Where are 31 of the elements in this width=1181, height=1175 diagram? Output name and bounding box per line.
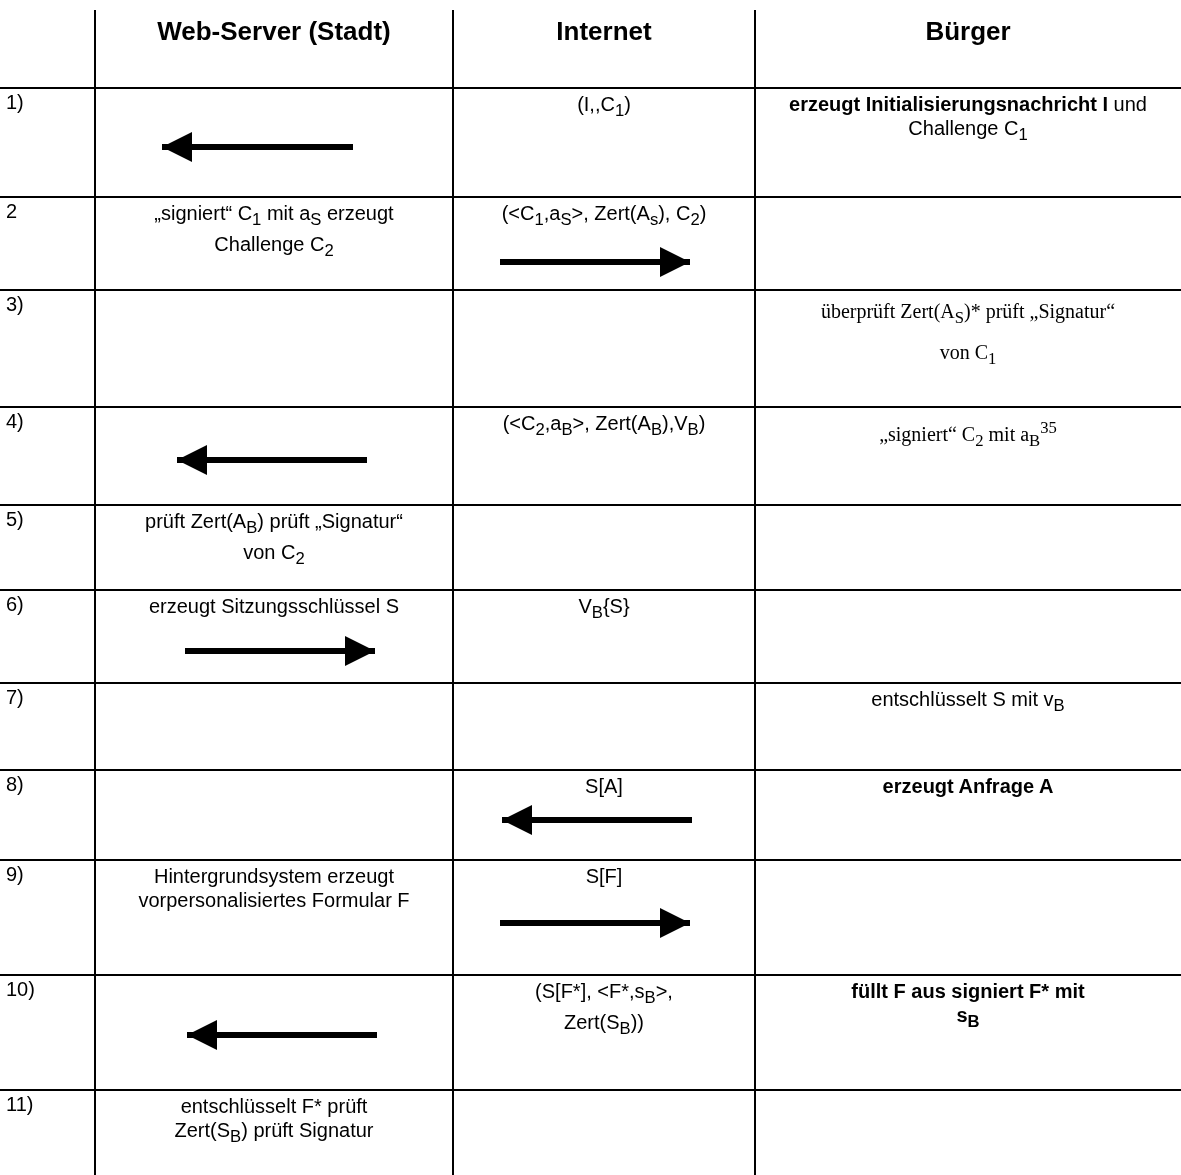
step-number: 6) [6,592,24,616]
cell-text: „signiert“ C$_{1}$ mit a$_{S}$ erzeugt Challenge C$_{2}$ [153,201,395,262]
step-number: 4) [6,409,24,433]
step-number: 7) [6,685,24,709]
cell-text: (<C$_{2}$,a$_{B}$>, Zert(A$_{B}$),V$_{B}$) [501,411,707,441]
cell-text: füllt F aus signiert F* mit s$_{B}$ [850,979,1086,1033]
cell-text: entschlüsselt S mit v$_{B}$ [870,687,1066,717]
column-header: Web-Server (Stadt) [156,16,392,46]
cell-text: prüft Zert(A$_{B}$) prüft „Signatur“ von C$_{2}$ [144,509,404,570]
step-number: 1) [6,90,24,114]
column-header: Bürger [924,16,1012,46]
cell-text: (S[F*], <F*,s$_{B}$>, Zert(S$_{B}$)) [534,979,674,1040]
cell-text: erzeugt Sitzungsschlüssel S [147,594,401,618]
cell-text: V$_{B}${S} [577,594,631,624]
cell-text: entschlüsselt F* prüft Zert(S$_{B}$) prüft Signatur [174,1094,374,1148]
cell-text: S[A] [584,774,624,798]
step-number: 2 [6,199,18,223]
cell-text: (<C$_{1}$,a$_{S}$>, Zert(A$_{s}$), C$_{2}$) [500,201,708,231]
cell-text: erzeugt Anfrage A [881,774,1055,798]
step-number: 11) [6,1092,34,1116]
cell-text: (I,,C$_{1}$) [576,92,632,122]
step-number: 9) [6,862,24,886]
step-number: 3) [6,292,24,316]
cell-text: erzeugt Initialisierungsnachricht I und Challenge C$_{1}$ [788,92,1148,146]
cell-text: überprüft Zert(A$_{S}$)* prüft „Signatur“ von C$_{1}$ [819,299,1117,370]
step-number: 8) [6,772,24,796]
column-header: Internet [555,16,653,46]
cell-text: S[F] [584,864,624,888]
step-number: 10) [6,977,35,1001]
step-number: 5) [6,507,24,531]
cell-text: Hintergrundsystem erzeugt vorpersonalisiertes Formular F [137,864,411,912]
